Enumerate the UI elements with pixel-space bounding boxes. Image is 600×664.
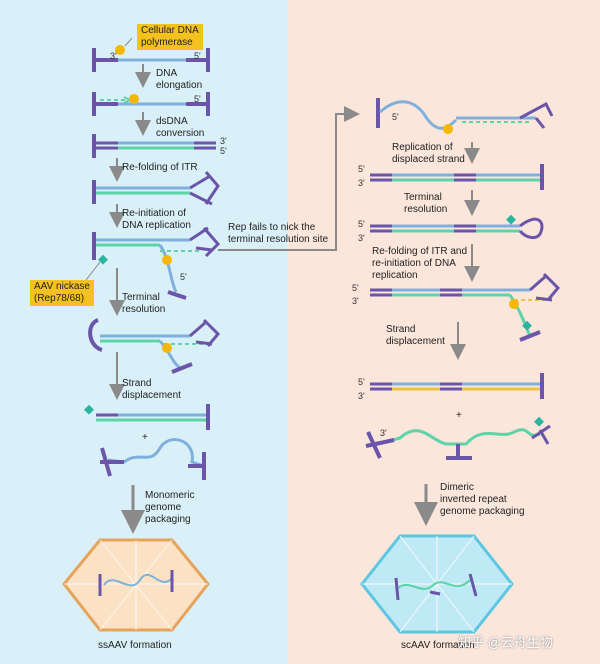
nickase-icon xyxy=(84,404,94,415)
right-dimer-dsdna xyxy=(370,373,544,399)
nickase-label-text: AAV nickase (Rep78/68) xyxy=(34,281,90,304)
end-label-3prime: 3' xyxy=(380,428,387,438)
nickase-icon xyxy=(534,416,544,427)
right-dimer-ss-genome xyxy=(365,424,551,460)
nickase-icon xyxy=(522,320,532,331)
end-label-3prime: 3' xyxy=(358,391,365,401)
reinitiation-structure xyxy=(92,226,221,300)
polymerase-icon xyxy=(129,94,139,104)
end-label-5prime: 5' xyxy=(194,51,201,61)
nickase-label: AAV nickase (Rep78/68) xyxy=(30,280,94,306)
polymerase-label: Cellular DNA polymerase xyxy=(137,24,203,50)
polymerase-icon xyxy=(162,343,172,353)
transition-label: Rep fails to nick the terminal resolutio… xyxy=(228,222,329,245)
ss-genome xyxy=(100,438,206,480)
displaced-strand-replication xyxy=(376,98,554,130)
nickase-icon xyxy=(98,254,108,265)
step-reinitiation: Re-initiation of DNA replication xyxy=(122,208,191,231)
polymerase-icon xyxy=(162,255,172,265)
end-label-5prime: 5' xyxy=(352,283,359,293)
end-label-5prime: 5' xyxy=(358,377,365,387)
step-terminal-resolution: Terminal resolution xyxy=(122,292,166,315)
polymerase-icon xyxy=(115,45,125,55)
step-replication-displaced: Replication of displaced strand xyxy=(392,142,465,165)
polymerase-icon xyxy=(509,299,519,309)
watermark: 知乎 @云舟生物 xyxy=(458,635,553,650)
end-label-5prime: 5' xyxy=(392,112,399,122)
step-right-refold-reinit: Re-folding of ITR and re-initiation of D… xyxy=(372,246,468,281)
end-label-3prime: 3' xyxy=(352,296,359,306)
end-label-3prime: 3' xyxy=(220,136,227,146)
end-label-5prime: 5' xyxy=(194,94,201,104)
elongation-strand xyxy=(92,92,210,116)
step-dsdna-conversion: dsDNA conversion xyxy=(156,116,205,139)
terminal-resolution-structure xyxy=(88,318,221,374)
ssaav-formation-label: ssAAV formation xyxy=(98,640,172,651)
step-right-terminal-resolution: Terminal resolution xyxy=(404,192,448,215)
end-label-3prime: 3' xyxy=(358,233,365,243)
right-reinitiation xyxy=(370,272,561,342)
polymerase-label-text: Cellular DNA polymerase xyxy=(141,25,199,48)
end-label-5prime: 5' xyxy=(358,164,365,174)
step-right-strand-displacement: Strand displacement xyxy=(386,324,445,347)
step-refolding-itr: Re-folding of ITR xyxy=(122,162,198,173)
ssaav-capsid xyxy=(62,538,210,632)
refolded-itr xyxy=(92,171,220,206)
right-plus: + xyxy=(456,410,462,421)
end-label-5prime: 5' xyxy=(180,272,187,282)
step-dna-elongation: DNA elongation xyxy=(156,68,203,91)
nickase-icon xyxy=(506,214,516,225)
scaav-capsid xyxy=(360,534,514,634)
scaav-formation-label: scAAV formation xyxy=(401,640,475,651)
end-label-3prime: 3' xyxy=(358,178,365,188)
polymerase-icon xyxy=(443,124,453,134)
end-label-5prime: 5' xyxy=(358,219,365,229)
step-strand-displacement: Strand displacement xyxy=(122,378,181,401)
step-dimeric-packaging: Dimeric inverted repeat genome packaging xyxy=(440,482,525,517)
right-dsdna-1 xyxy=(370,164,544,190)
right-terminal-resolution xyxy=(370,217,544,240)
step-monomeric-packaging: Monomeric genome packaging xyxy=(145,490,195,525)
displaced-dsdna xyxy=(96,404,210,430)
left-plus: + xyxy=(142,432,148,443)
ssdna-template xyxy=(92,48,210,72)
end-label-5prime: 5' xyxy=(220,146,227,156)
dsdna xyxy=(92,134,216,158)
transition-arrow xyxy=(218,106,360,251)
end-label-3prime: 3' xyxy=(110,51,117,61)
